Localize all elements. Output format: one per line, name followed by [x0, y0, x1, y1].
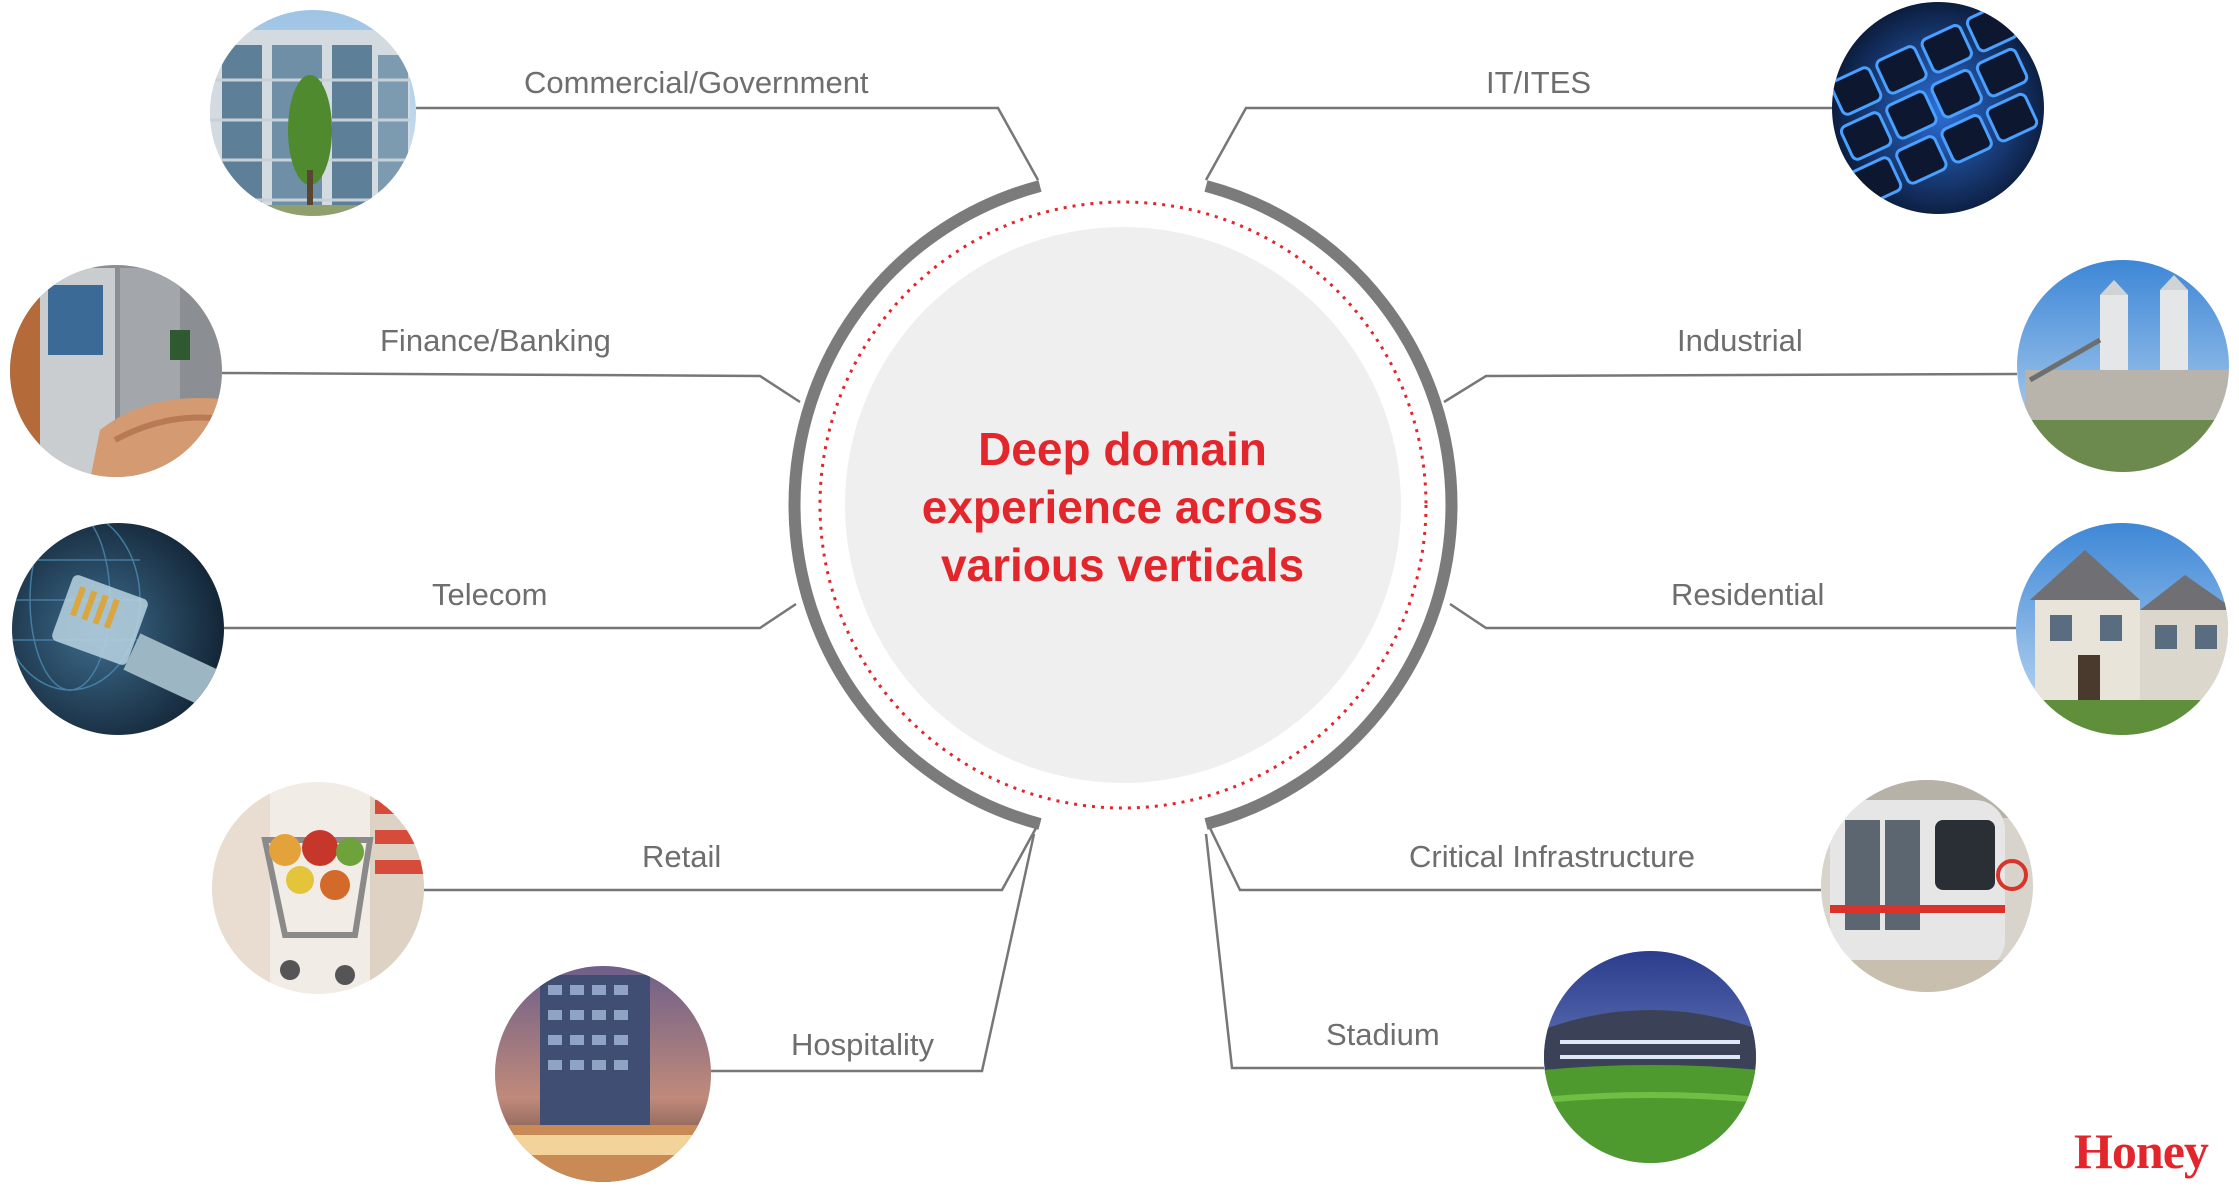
center-title-line2: experience across: [921, 481, 1324, 533]
label-residential: Residential: [1671, 577, 1825, 612]
connectors: [221, 106, 2018, 1073]
connector-industrial: [1443, 372, 2018, 404]
outer-ring-left: [788, 180, 1042, 830]
label-finance-banking: Finance/Banking: [380, 323, 611, 358]
label-critical-infrastructure: Critical Infrastructure: [1409, 839, 1695, 874]
dotted-ring: [818, 200, 1428, 810]
office-building-icon: [210, 10, 416, 216]
label-retail: Retail: [642, 839, 722, 874]
center-hub: [788, 180, 1458, 830]
label-telecom: Telecom: [432, 577, 548, 612]
keyboard-icon: [1832, 2, 2044, 214]
center-title: Deep domain experience across various ve…: [850, 420, 1395, 594]
center-title-line1: Deep domain: [978, 423, 1267, 475]
label-industrial: Industrial: [1677, 323, 1803, 358]
label-it-ites: IT/ITES: [1486, 65, 1592, 100]
connector-commercial: [416, 106, 1040, 181]
stadium-icon: [1544, 951, 1756, 1163]
brand-logo: Honey: [2074, 1123, 2209, 1179]
hotel-icon: [495, 966, 711, 1182]
connector-it: [1204, 106, 1832, 181]
metro-train-icon: [1821, 780, 2033, 992]
shopping-cart-icon: [212, 782, 424, 994]
label-commercial-government: Commercial/Government: [524, 65, 869, 100]
connector-finance: [221, 371, 801, 404]
center-disc: [845, 227, 1401, 783]
connector-hospitality: [711, 833, 1036, 1073]
connector-residential: [1449, 602, 2016, 630]
connector-stadium: [1204, 833, 1544, 1070]
atm-icon: [10, 265, 222, 477]
connector-critical: [1208, 827, 1821, 892]
label-stadium: Stadium: [1326, 1017, 1440, 1052]
house-icon: [2016, 523, 2228, 735]
outer-ring-right: [1204, 180, 1458, 830]
connector-retail: [424, 827, 1038, 892]
factory-icon: [2017, 260, 2229, 472]
network-cable-icon: [12, 523, 224, 735]
label-hospitality: Hospitality: [791, 1027, 934, 1062]
center-title-line3: various verticals: [940, 539, 1305, 591]
connector-telecom: [224, 602, 797, 630]
